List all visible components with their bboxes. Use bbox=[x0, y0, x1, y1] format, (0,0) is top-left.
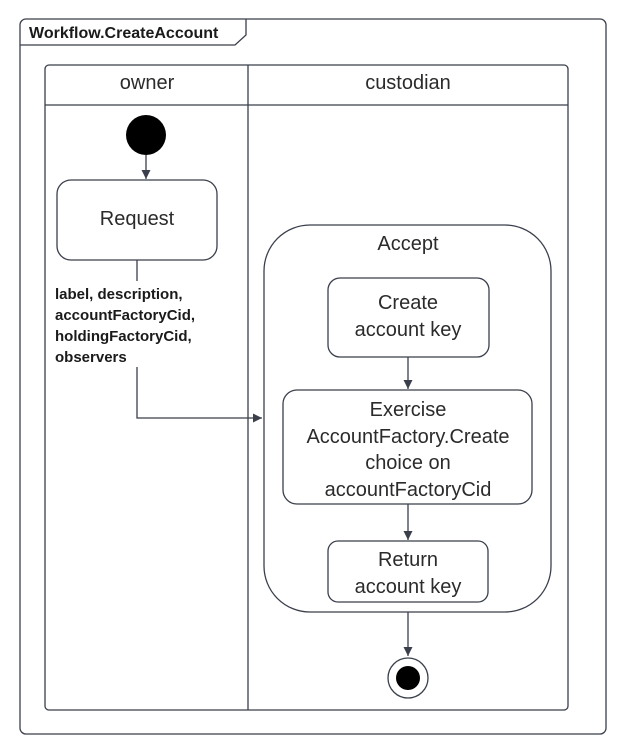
edge-label-line-3: holdingFactoryCid, bbox=[55, 328, 192, 345]
create-account-key-action bbox=[327, 277, 490, 358]
request-label: Request bbox=[100, 208, 175, 230]
edge-label-line-4: observers bbox=[55, 349, 127, 366]
initial-node bbox=[126, 115, 166, 155]
lane-custodian-title: custodian bbox=[365, 72, 451, 94]
accept-label: Accept bbox=[377, 233, 439, 255]
exercise-line-3: choice on bbox=[365, 452, 451, 474]
return-account-key-action bbox=[327, 540, 489, 603]
frame-title: Workflow.CreateAccount bbox=[29, 25, 219, 42]
exercise-line-1: Exercise bbox=[370, 399, 447, 421]
edge-label-background bbox=[50, 281, 222, 367]
return-key-line-1: Return bbox=[378, 549, 438, 571]
final-node bbox=[396, 666, 420, 690]
create-key-line-1: Create bbox=[378, 292, 438, 314]
return-key-line-2: account key bbox=[355, 576, 462, 598]
create-key-line-2: account key bbox=[355, 319, 462, 341]
edge-label-line-2: accountFactoryCid, bbox=[55, 307, 195, 324]
edge-label-line-1: label, description, bbox=[55, 286, 183, 303]
lane-owner-title: owner bbox=[120, 72, 175, 94]
exercise-line-4: accountFactoryCid bbox=[325, 479, 492, 501]
exercise-line-2: AccountFactory.Create bbox=[306, 426, 509, 448]
frame-title-tab bbox=[20, 19, 247, 46]
